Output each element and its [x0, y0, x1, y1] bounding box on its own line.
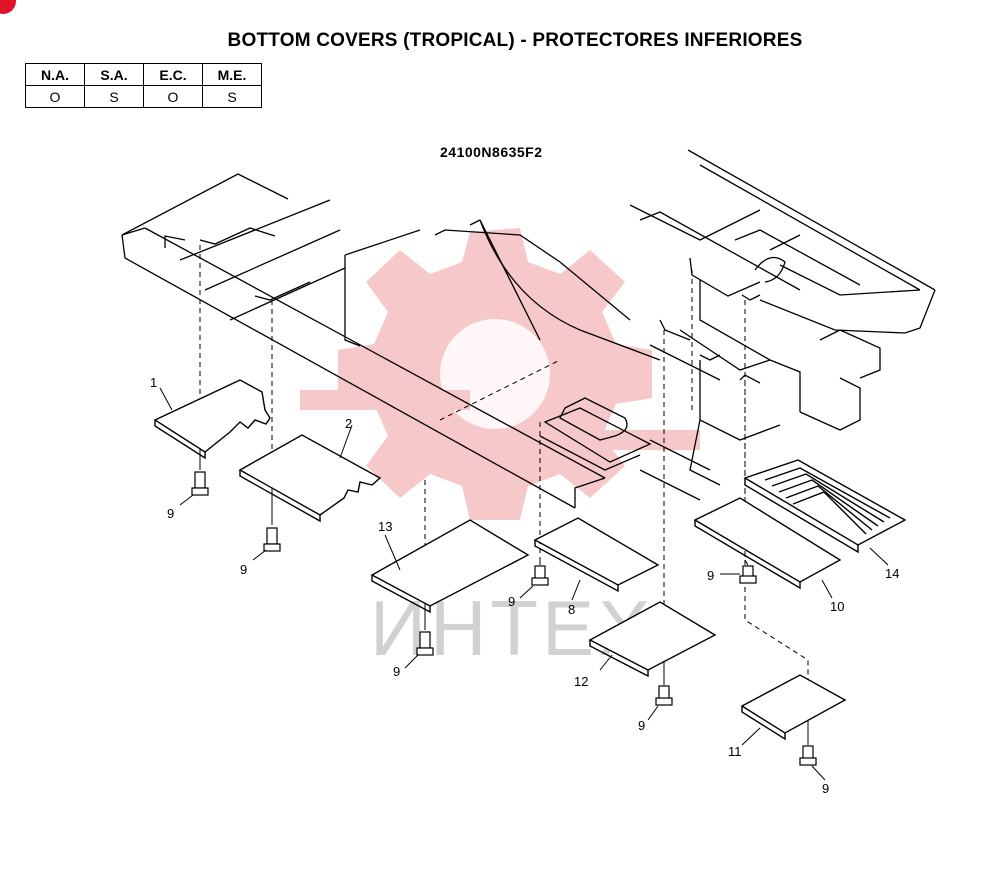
market-value-row: O S O S — [25, 85, 262, 108]
callout-9-d: 9 — [508, 594, 515, 609]
drawing-code: 24100N8635F2 — [440, 144, 543, 160]
cover-plate-2 — [238, 434, 382, 516]
callout-8: 8 — [568, 602, 575, 617]
bolt-icon — [416, 631, 434, 656]
callout-9-g: 9 — [822, 781, 829, 796]
callout-2: 2 — [345, 416, 352, 431]
market-header-sa: S.A. — [84, 63, 144, 86]
callout-9-b: 9 — [240, 562, 247, 577]
bolt-icon — [799, 745, 817, 766]
callout-14: 14 — [885, 566, 899, 581]
callout-9-e: 9 — [638, 718, 645, 733]
cover-plate-8 — [533, 517, 660, 586]
bolt-icon — [739, 565, 757, 584]
watermark-gear-icon — [300, 228, 700, 520]
market-value-na: O — [25, 85, 85, 108]
callout-9-f: 9 — [707, 568, 714, 583]
callout-labels: 1 2 13 8 12 10 14 11 9 9 9 9 9 9 9 — [150, 375, 899, 796]
callout-9-a: 9 — [167, 506, 174, 521]
cover-plates — [153, 379, 907, 741]
cover-plate-1 — [153, 379, 271, 453]
cover-plate-10 — [693, 497, 842, 583]
bolt-icon — [263, 527, 281, 552]
machine-frame — [121, 149, 936, 509]
bolt-icon — [191, 471, 209, 496]
cover-plate-11 — [740, 674, 847, 734]
callout-12: 12 — [574, 674, 588, 689]
callout-10: 10 — [830, 599, 844, 614]
cover-plate-13 — [370, 519, 530, 607]
bolts — [191, 471, 817, 766]
callout-1: 1 — [150, 375, 157, 390]
market-value-me: S — [202, 85, 262, 108]
callout-11: 11 — [728, 744, 742, 759]
callout-13: 13 — [378, 519, 392, 534]
market-value-sa: S — [84, 85, 144, 108]
market-availability-table: N.A. S.A. E.C. M.E. O S O S — [25, 63, 262, 108]
callout-leaders — [159, 387, 889, 781]
callout-9-c: 9 — [393, 664, 400, 679]
page-title: BOTTOM COVERS (TROPICAL) - PROTECTORES I… — [227, 30, 803, 51]
cover-plate-12 — [588, 601, 717, 671]
bolt-icon — [531, 565, 549, 586]
bolt-icon — [655, 685, 673, 706]
